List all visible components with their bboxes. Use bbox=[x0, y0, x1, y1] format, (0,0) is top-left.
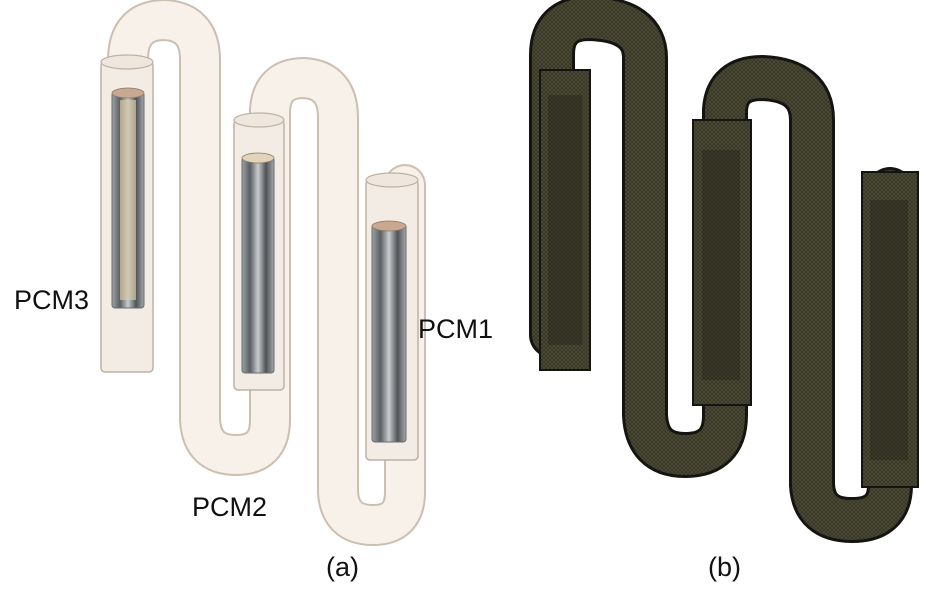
panel-a-geometry bbox=[100, 0, 426, 546]
pcm2-enclosure bbox=[233, 112, 285, 391]
caption-a: (a) bbox=[326, 552, 359, 582]
panel-b-mesh bbox=[529, 0, 919, 543]
pcm1-label: PCM1 bbox=[418, 314, 494, 344]
mesh-enclosure-right bbox=[861, 171, 919, 488]
pcm2-label: PCM2 bbox=[192, 492, 268, 522]
serpentine-pipe-translucent bbox=[107, 0, 426, 546]
caption-b: (b) bbox=[708, 552, 741, 582]
pcm3-label: PCM3 bbox=[14, 285, 90, 315]
mesh-enclosure-middle bbox=[692, 119, 752, 406]
pcm3-enclosure bbox=[100, 54, 154, 373]
serpentine-pipe-mesh bbox=[529, 0, 913, 543]
pcm1-enclosure bbox=[365, 172, 419, 461]
mesh-enclosure-left bbox=[539, 69, 591, 371]
